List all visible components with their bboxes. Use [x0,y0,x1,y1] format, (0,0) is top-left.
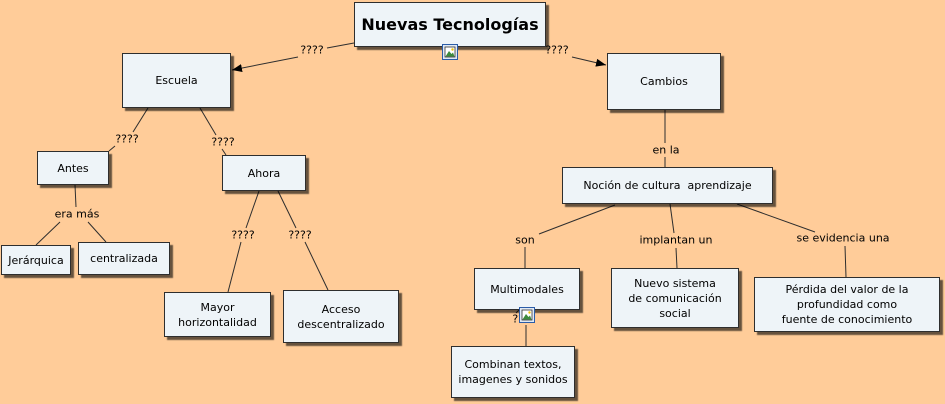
image-icon[interactable] [519,307,535,323]
concept-mayor-horizontalidad[interactable]: Mayor horizontalidad [164,292,271,337]
link-label-ahora-mayor: ???? [231,228,255,242]
link-label-implantan-un: implantan un [639,233,713,247]
connector-nocion-to-son [538,204,616,235]
link-label-son: son [515,233,535,247]
concept-combinan-textos[interactable]: Combinan textos, imagenes y sonidos [451,346,575,398]
concept-label: Combinan textos, imagenes y sonidos [458,358,568,386]
concept-label: Mayor horizontalidad [178,300,257,329]
concept-nuevas-tecnologias[interactable]: Nuevas Tecnologías [354,2,546,47]
concept-jerarquica[interactable]: Jerárquica [1,245,71,275]
connector-evidencia-to-perdida [844,245,847,278]
concept-label: Jerárquica [8,253,64,267]
concept-perdida-del-valor[interactable]: Pérdida del valor de la profundidad como… [754,277,940,332]
connector-label-to-acceso [304,241,329,291]
concept-label: Acceso descentralizado [297,302,385,331]
concept-label: Escuela [155,74,198,87]
concept-label: Nuevo sistema de comunicación social [628,276,722,320]
concept-nuevo-sistema[interactable]: Nuevo sistema de comunicación social [611,268,739,328]
concept-label: Ahora [247,166,281,180]
connector-label-to-ahora [221,148,227,156]
concept-label: Antes [57,161,89,175]
concept-label: Noción de cultura aprendizaje [583,179,752,192]
connector-arrow-to-escuela [231,56,299,72]
link-label-root-escuela: ???? [300,43,324,57]
connector-antes-to-era-mas [74,184,77,208]
concept-acceso-descentralizado[interactable]: Acceso descentralizado [283,290,399,343]
connector-implantan-to-nuevo-sistema [675,247,678,269]
concept-label: centralizada [90,252,158,265]
connector-era-mas-to-centralizada [87,221,107,243]
concept-nocion-de-cultura[interactable]: Noción de cultura aprendizaje [562,167,773,204]
connector-escuela-to-label-antes [132,107,149,133]
concept-multimodales[interactable]: Multimodales [474,268,580,310]
concept-label: Nuevas Tecnologías [361,14,539,34]
concept-cambios[interactable]: Cambios [607,53,721,110]
concept-label: Cambios [640,75,688,88]
concept-escuela[interactable]: Escuela [122,53,231,108]
connector-escuela-to-label-ahora [199,107,217,136]
connector-label-to-mayor [227,241,242,293]
concept-ahora[interactable]: Ahora [222,155,306,191]
concept-label: Multimodales [490,282,564,296]
link-label-escuela-ahora: ???? [211,135,235,149]
connector-root-to-label-escuela [326,42,355,49]
link-label-ahora-acceso: ???? [288,228,312,242]
connector-nocion-to-evidencia [736,203,816,233]
concept-centralizada[interactable]: centralizada [78,242,170,275]
link-label-era-mas: era más [54,207,100,221]
image-icon[interactable] [442,44,458,60]
connector-arrow-to-cambios [571,56,607,67]
connector-ahora-to-label-acceso [277,190,297,229]
link-label-se-evidencia-una: se evidencia una [796,231,890,245]
connector-ahora-to-label-mayor [245,190,260,229]
link-label-escuela-antes: ???? [115,132,139,146]
link-label-root-cambios: ???? [545,43,569,57]
concept-antes[interactable]: Antes [37,151,109,185]
connector-nocion-to-implantan [669,203,675,234]
connector-era-mas-to-jerarquica [35,221,61,246]
connector-multimodales-to-label [515,309,520,314]
concept-label: Pérdida del valor de la profundidad como… [781,283,913,326]
link-label-en-la: en la [652,143,680,157]
connector-label-to-antes [108,145,116,152]
